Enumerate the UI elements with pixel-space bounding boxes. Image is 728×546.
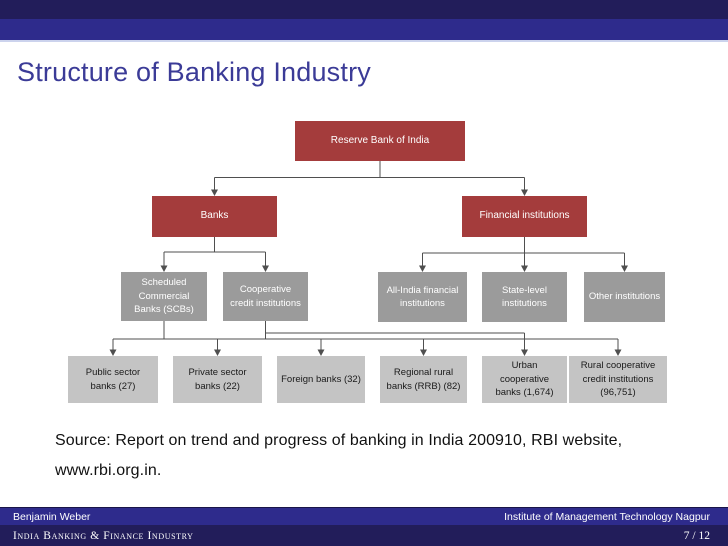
source-note: Source: Report on trend and progress of … <box>55 426 685 486</box>
node-rural-cooperative-credit-institutions: Rural cooperative credit institutions (9… <box>569 356 667 403</box>
node-regional-rural-banks: Regional rural banks (RRB) (82) <box>380 356 467 403</box>
header-separator <box>0 40 728 42</box>
footer-author: Benjamin Weber <box>13 510 91 523</box>
node-scheduled-commercial-banks: Scheduled Commercial Banks (SCBs) <box>121 272 207 321</box>
page-title: Structure of Banking Industry <box>17 57 371 87</box>
footer-short-title: India Banking & Finance Industry <box>13 529 194 542</box>
footer-title-bar: India Banking & Finance Industry 7 / 12 <box>0 525 728 546</box>
footer-author-bar: Benjamin Weber Institute of Management T… <box>0 507 728 525</box>
source-line-2: www.rbi.org.in. <box>55 462 162 479</box>
node-public-sector-banks: Public sector banks (27) <box>68 356 158 403</box>
node-cooperative-credit-institutions: Cooperative credit institutions <box>223 272 308 321</box>
node-financial-institutions: Financial institutions <box>462 196 587 237</box>
node-state-level-institutions: State-level institutions <box>482 272 567 322</box>
node-private-sector-banks: Private sector banks (22) <box>173 356 262 403</box>
node-reserve-bank-of-india: Reserve Bank of India <box>295 121 465 161</box>
source-line-1: Source: Report on trend and progress of … <box>55 432 623 449</box>
node-urban-cooperative-banks: Urban cooperative banks (1,674) <box>482 356 567 403</box>
header-bar-blue <box>0 19 728 40</box>
footer-page-number: 7 / 12 <box>683 529 710 542</box>
footer-institute: Institute of Management Technology Nagpu… <box>504 510 710 523</box>
node-foreign-banks: Foreign banks (32) <box>277 356 365 403</box>
node-other-institutions: Other institutions <box>584 272 665 322</box>
node-all-india-financial-institutions: All-India financial institutions <box>378 272 467 322</box>
header-bar-dark <box>0 0 728 19</box>
node-banks: Banks <box>152 196 277 237</box>
